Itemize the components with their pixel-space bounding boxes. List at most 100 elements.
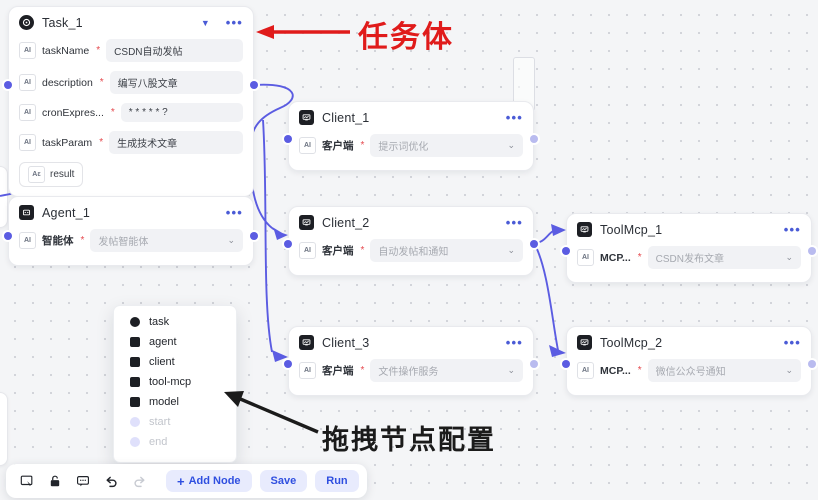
field-description-label: description	[42, 76, 93, 89]
node-client-1[interactable]: Client_1 ••• AI 客户端 * 提示词优化 ⌄	[288, 101, 534, 171]
field-taskParam[interactable]: AI taskParam * 生成技术文章	[9, 128, 253, 157]
chevron-down-icon[interactable]: ⌄	[507, 140, 515, 150]
toolmcp-2-input-port[interactable]	[562, 360, 570, 368]
start-node-icon	[130, 417, 140, 427]
chevron-down-icon[interactable]: ⌄	[785, 252, 793, 262]
add-node-menu-item-agent[interactable]: agent	[114, 332, 236, 352]
add-node-menu-item-tool-mcp[interactable]: tool-mcp	[114, 372, 236, 392]
node-task-1[interactable]: Task_1 ▼ ••• AI taskName * CSDN自动发帖 AI d…	[8, 6, 254, 197]
node-task-1-title: Task_1	[42, 15, 83, 30]
field-description[interactable]: AI description * 编写八股文章	[9, 68, 253, 97]
field-taskParam-value[interactable]: 生成技术文章	[109, 131, 243, 154]
field-taskName-label: taskName	[42, 44, 90, 57]
client-3-select[interactable]: 文件操作服务 ⌄	[370, 359, 523, 382]
required-marker: *	[637, 364, 642, 376]
agent-output-port[interactable]	[250, 232, 258, 240]
agent-input-port[interactable]	[4, 232, 12, 240]
add-node-menu-item-model[interactable]: model	[114, 392, 236, 412]
client-3-input-port[interactable]	[284, 360, 292, 368]
more-options-icon[interactable]: •••	[505, 109, 523, 125]
field-taskName-value[interactable]: CSDN自动发帖	[106, 39, 243, 62]
add-node-menu-item-end: end	[114, 432, 236, 452]
add-node-button[interactable]: + Add Node	[166, 470, 252, 492]
more-options-icon[interactable]: •••	[783, 334, 801, 350]
field-client-2-select[interactable]: AI 客户端 * 自动发帖和通知 ⌄	[289, 236, 533, 272]
node-task-1-header[interactable]: Task_1 ▼ •••	[9, 7, 253, 36]
more-options-icon[interactable]: •••	[505, 334, 523, 350]
field-cronExpression-value[interactable]: * * * * * ?	[120, 103, 243, 122]
client-1-select[interactable]: 提示词优化 ⌄	[370, 134, 523, 157]
bottom-toolbar[interactable]: + Add Node Save Run	[6, 464, 367, 498]
run-button[interactable]: Run	[315, 470, 359, 492]
task-output-port[interactable]	[250, 81, 258, 89]
select-cursor-icon[interactable]	[14, 469, 40, 493]
node-client-2[interactable]: Client_2 ••• AI 客户端 * 自动发帖和通知 ⌄	[288, 206, 534, 276]
toolmcp-1-select-value: CSDN发布文章	[655, 254, 724, 265]
client-2-input-port[interactable]	[284, 240, 292, 248]
node-toolmcp-1-header[interactable]: ToolMcp_1 •••	[567, 214, 811, 243]
node-toolmcp-2-header[interactable]: ToolMcp_2 •••	[567, 327, 811, 356]
node-client-1-header[interactable]: Client_1 •••	[289, 102, 533, 131]
field-client-1-label: 客户端	[322, 140, 354, 152]
field-toolmcp-2-select[interactable]: AI MCP... * 微信公众号通知 ⌄	[567, 356, 811, 392]
toolmcp-2-select[interactable]: 微信公众号通知 ⌄	[647, 359, 801, 382]
client-3-output-port[interactable]	[530, 360, 538, 368]
more-options-icon[interactable]: •••	[225, 204, 243, 220]
left-dock-bottom[interactable]	[0, 392, 8, 466]
field-cronExpression[interactable]: AI cronExpres... * * * * * * ?	[9, 100, 253, 125]
chevron-down-icon[interactable]: ⌄	[227, 235, 235, 245]
client-monitor-icon	[299, 335, 314, 350]
chevron-down-icon[interactable]: ⌄	[507, 245, 515, 255]
client-3-select-value: 文件操作服务	[378, 367, 439, 378]
node-toolmcp-2[interactable]: ToolMcp_2 ••• AI MCP... * 微信公众号通知 ⌄	[566, 326, 812, 396]
task-input-port[interactable]	[4, 81, 12, 89]
task-output-result[interactable]: Aε result	[19, 162, 84, 187]
more-options-icon[interactable]: •••	[225, 14, 243, 30]
add-node-menu-item-start: start	[114, 412, 236, 432]
node-client-3[interactable]: Client_3 ••• AI 客户端 * 文件操作服务 ⌄	[288, 326, 534, 396]
chevron-down-icon[interactable]: ⌄	[507, 365, 515, 375]
redo-icon	[126, 469, 152, 493]
node-client-2-header[interactable]: Client_2 •••	[289, 207, 533, 236]
node-toolmcp-1[interactable]: ToolMcp_1 ••• AI MCP... * CSDN发布文章 ⌄	[566, 213, 812, 283]
plus-icon: +	[177, 473, 185, 489]
client-2-select-value: 自动发帖和通知	[378, 247, 449, 258]
field-toolmcp-2-label: MCP...	[600, 364, 631, 377]
lock-icon[interactable]	[42, 469, 68, 493]
toolmcp-2-output-port[interactable]	[808, 360, 816, 368]
client-1-input-port[interactable]	[284, 135, 292, 143]
more-options-icon[interactable]: •••	[505, 214, 523, 230]
toolmcp-1-output-port[interactable]	[808, 247, 816, 255]
node-toolmcp-1-title: ToolMcp_1	[600, 222, 663, 237]
agent-select[interactable]: 发帖智能体 ⌄	[90, 229, 243, 252]
field-client-3-select[interactable]: AI 客户端 * 文件操作服务 ⌄	[289, 356, 533, 392]
field-client-1-select[interactable]: AI 客户端 * 提示词优化 ⌄	[289, 131, 533, 167]
field-agent-select[interactable]: AI 智能体 * 发帖智能体 ⌄	[9, 226, 253, 262]
field-description-value[interactable]: 编写八股文章	[109, 71, 243, 94]
field-taskName[interactable]: AI taskName * CSDN自动发帖	[9, 36, 253, 65]
undo-icon[interactable]	[98, 469, 124, 493]
toolmcp-2-select-value: 微信公众号通知	[655, 367, 726, 378]
ai-tag-icon: AI	[299, 362, 316, 379]
add-node-menu-item-client[interactable]: client	[114, 352, 236, 372]
save-button[interactable]: Save	[259, 470, 308, 492]
chevron-down-icon[interactable]: ▼	[200, 17, 210, 28]
comment-icon[interactable]	[70, 469, 96, 493]
node-agent-1[interactable]: Agent_1 ••• AI 智能体 * 发帖智能体 ⌄	[8, 196, 254, 266]
client-1-output-port[interactable]	[530, 135, 538, 143]
node-client-3-header[interactable]: Client_3 •••	[289, 327, 533, 356]
client-2-output-port[interactable]	[530, 240, 538, 248]
toolmcp-1-select[interactable]: CSDN发布文章 ⌄	[647, 246, 801, 269]
client-1-select-value: 提示词优化	[378, 142, 429, 153]
toolmcp-1-input-port[interactable]	[562, 247, 570, 255]
add-node-menu-item-task[interactable]: task	[114, 312, 236, 332]
left-dock-top[interactable]	[0, 166, 8, 228]
chevron-down-icon[interactable]: ⌄	[785, 365, 793, 375]
field-toolmcp-1-select[interactable]: AI MCP... * CSDN发布文章 ⌄	[567, 243, 811, 279]
more-options-icon[interactable]: •••	[783, 221, 801, 237]
add-node-menu[interactable]: task agent client tool-mcp model start e…	[113, 305, 237, 463]
ai-tag-icon: AI	[19, 104, 36, 121]
task-node-icon	[130, 317, 140, 327]
client-2-select[interactable]: 自动发帖和通知 ⌄	[370, 239, 523, 262]
node-agent-1-header[interactable]: Agent_1 •••	[9, 197, 253, 226]
